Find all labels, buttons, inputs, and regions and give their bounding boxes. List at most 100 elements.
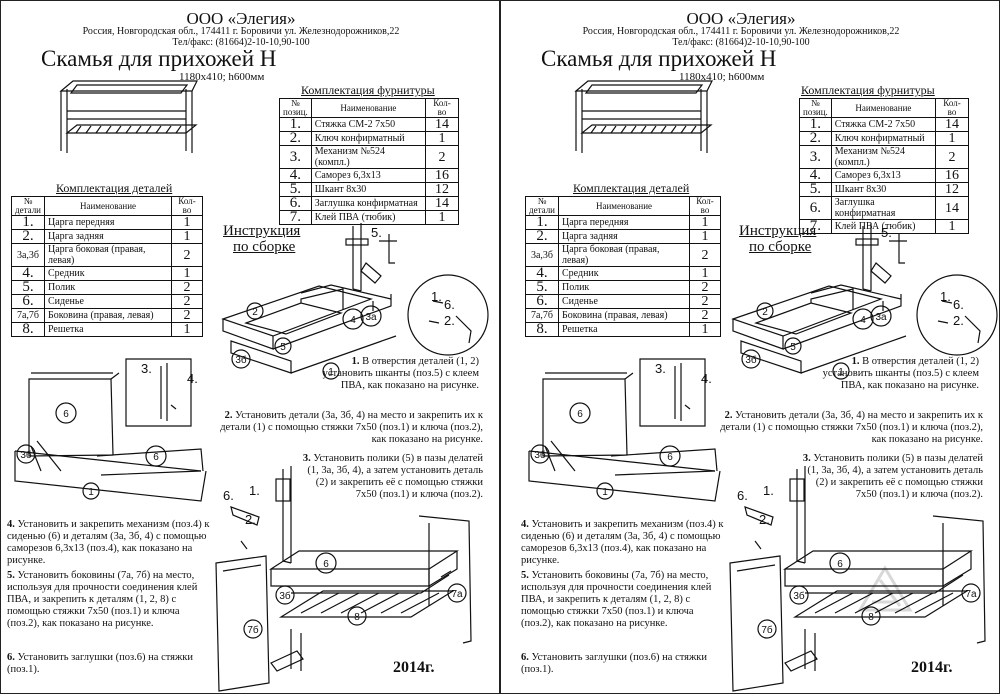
callout-circles: [530, 302, 981, 639]
svg-text:6: 6: [837, 559, 843, 570]
svg-text:5: 5: [790, 342, 796, 353]
svg-text:8: 8: [868, 612, 874, 623]
fittings-caption: Комплектация фурнитуры: [301, 83, 435, 97]
product-title: Скамья для прихожей Н: [41, 46, 277, 71]
product-dimensions: 1180х410; h600мм: [179, 71, 265, 83]
parts-caption: Комплектация деталей: [573, 181, 690, 195]
row-qty: 14: [935, 196, 969, 220]
svg-text:7а: 7а: [451, 589, 463, 600]
svg-text:7б: 7б: [761, 624, 773, 636]
svg-text:5.: 5.: [881, 225, 892, 240]
step-1: 1. В отверстия деталей (1, 2) установить…: [322, 356, 479, 391]
row-name: Решетка: [558, 322, 690, 337]
svg-text:1: 1: [328, 367, 334, 378]
row-number: 6.: [799, 196, 832, 220]
svg-text:7а: 7а: [965, 589, 977, 600]
bench-thumbnail: [574, 80, 713, 153]
svg-text:1.: 1.: [940, 289, 951, 304]
svg-text:6: 6: [577, 409, 583, 420]
svg-text:4: 4: [350, 315, 356, 326]
row-qty: 1: [171, 322, 203, 337]
row-number: 8.: [525, 322, 559, 337]
callout-labels: 2 5 3б 1 4 3а 6 6 3б 1 6 3б 8 7а 7б: [20, 307, 463, 636]
table-row: 7.Клей ПВА (тюбик)1: [799, 219, 969, 234]
callout-labels: 2 5 3б 1 4 3а 6 6 3б 1 6 3б 8 7а 7б: [534, 307, 977, 636]
row-number: 3а,3б: [11, 243, 45, 267]
row-name: Клей ПВА (тюбик): [830, 219, 937, 234]
svg-text:3.: 3.: [141, 361, 152, 376]
instructions-title: Инструкция по сборке: [739, 223, 817, 255]
row-name: Клей ПВА (тюбик): [310, 210, 427, 225]
step-3: 3. Установить полики (5) в пазы делатей …: [802, 453, 983, 500]
svg-text:3а: 3а: [875, 312, 887, 323]
step-2: 2. Установить детали (3а, 3б, 4) на мест…: [720, 410, 983, 445]
svg-text:3б: 3б: [20, 449, 32, 461]
frame-drawing: [731, 284, 907, 374]
svg-text:2.: 2.: [953, 313, 964, 328]
svg-text:5.: 5.: [371, 225, 382, 240]
svg-text:6: 6: [153, 452, 159, 463]
step-6: 6. Установить заглушки (поз.6) на стяжки…: [7, 652, 193, 675]
step-3: 3. Установить полики (5) в пазы делатей …: [302, 453, 483, 500]
row-qty: 1: [689, 215, 721, 230]
callout-circles: [16, 302, 467, 639]
parts-table: № детали Наименование Кол-во 1.Царга пер…: [525, 196, 721, 337]
svg-text:3б: 3б: [793, 590, 805, 602]
svg-text:6.: 6.: [737, 488, 748, 503]
svg-text:8: 8: [354, 612, 360, 623]
row-qty: 2: [425, 145, 459, 169]
table-row: 3.Механизм №524 (компл.)2: [279, 145, 459, 169]
fittings-table: № позиц. Наименование Кол-во 1.Стяжка СМ…: [799, 98, 969, 234]
svg-text:1: 1: [88, 487, 94, 498]
seat-mechanism-drawing: [528, 358, 721, 502]
svg-text:2: 2: [762, 307, 768, 318]
company-address: Россия, Новгородская обл., 174411 г. Бор…: [582, 26, 900, 48]
row-number: 7.: [279, 210, 312, 225]
product-title: Скамья для прихожей Н: [541, 46, 777, 71]
frame-drawing: [221, 284, 397, 374]
bench-thumbnail: [59, 80, 198, 153]
fittings-table: № позиц. Наименование Кол-во 1.Стяжка СМ…: [279, 98, 459, 225]
step3-detail: [230, 466, 292, 564]
row-qty: 16: [935, 168, 969, 183]
fittings-caption: Комплектация фурнитуры: [801, 83, 935, 97]
svg-text:6: 6: [323, 559, 329, 570]
svg-text:3б: 3б: [534, 449, 546, 461]
step-5: 5. Установить боковины (7а, 7б) на место…: [521, 570, 712, 629]
svg-text:4.: 4.: [701, 371, 712, 386]
row-name: Царга боковая (правая, левая): [44, 243, 172, 267]
svg-text:4: 4: [860, 315, 866, 326]
svg-text:4.: 4.: [187, 371, 198, 386]
svg-text:1.: 1.: [431, 289, 442, 304]
instruction-sheet-right: ООО «Элегия» Россия, Новгородская обл., …: [500, 0, 1000, 694]
company-address: Россия, Новгородская обл., 174411 г. Бор…: [82, 26, 400, 48]
screw-circle-detail: [916, 274, 998, 356]
company-name: ООО «Элегия»: [686, 9, 796, 28]
svg-text:1.: 1.: [763, 483, 774, 498]
final-assembly-drawing: [729, 515, 986, 692]
svg-text:2: 2: [252, 307, 258, 318]
row-qty: 1: [689, 322, 721, 337]
step-1: 1. В отверстия деталей (1, 2) установить…: [822, 356, 979, 391]
svg-text:3б: 3б: [279, 590, 291, 602]
step-4: 4. Установить и закрепить механизм (поз.…: [7, 519, 210, 566]
row-name: Решетка: [44, 322, 172, 337]
svg-text:6.: 6.: [953, 297, 964, 312]
watermark-logo-icon: [857, 565, 913, 612]
svg-text:1: 1: [602, 487, 608, 498]
step-4: 4. Установить и закрепить механизм (поз.…: [521, 519, 724, 566]
svg-text:2.: 2.: [759, 512, 770, 527]
